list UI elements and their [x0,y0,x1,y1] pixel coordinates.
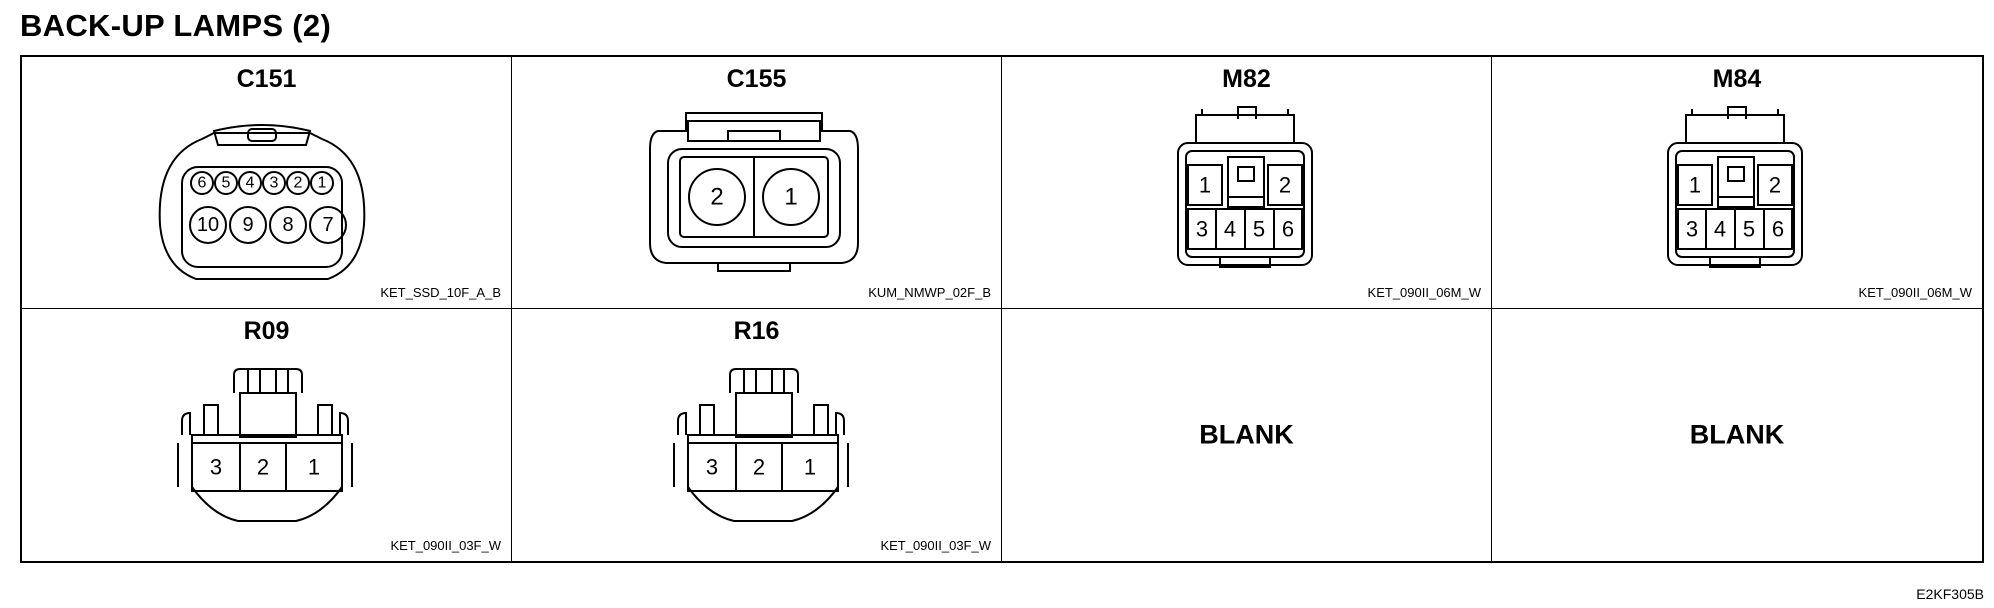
connector-name: M84 [1712,65,1762,93]
connector-cell-r09: R09 3 2 1 KET_090II_03F_W [22,309,512,561]
pin-label: 1 [804,455,816,480]
pin-label: 2 [1279,173,1291,198]
pin-label: 9 [242,214,253,236]
connector-name: C155 [726,65,787,93]
pin-label: 4 [1714,217,1726,242]
blank-label: BLANK [1199,419,1294,450]
pin-label: 10 [197,214,219,236]
connector-diagram-m82: 1 2 3 4 5 6 [1177,106,1313,268]
pin-label: 6 [198,175,207,192]
pin-label: 8 [282,214,293,236]
pin-label: 6 [1282,217,1294,242]
part-code: KET_090II_06M_W [1367,285,1481,300]
page-title: BACK-UP LAMPS (2) [20,8,332,43]
pin-label: 2 [257,455,269,480]
pin-label: 1 [308,455,320,480]
blank-cell: BLANK [1492,309,1982,561]
pin-label: 3 [706,455,718,480]
figure-id: E2KF305B [1916,586,1984,602]
part-code: KET_SSD_10F_A_B [380,285,501,300]
blank-label: BLANK [1689,419,1785,450]
pin-label: 3 [210,455,222,480]
pin-label: 6 [1772,217,1784,242]
pin-label: 4 [246,175,255,192]
connector-name: R09 [243,317,290,345]
pin-label: 5 [1253,217,1265,242]
pin-label: 1 [1199,173,1211,198]
pin-label: 1 [784,184,797,211]
connector-diagram-c151: 6 5 4 3 2 1 10 9 8 7 [158,124,366,280]
pin-label: 3 [1686,217,1698,242]
connector-name: R16 [733,317,780,345]
connector-diagram-r09: 3 2 1 [177,368,353,522]
part-code: KUM_NMWP_02F_B [868,285,991,300]
connector-name: C151 [236,65,297,93]
pin-label: 2 [1769,173,1781,198]
connector-name: M82 [1222,65,1271,93]
pin-label: 1 [318,175,327,192]
connector-cell-c151: C151 6 5 4 3 2 1 10 9 8 [22,57,512,309]
connector-cell-m82: M82 1 2 3 4 5 6 KET_090II_06M_W [1002,57,1492,309]
pin-label: 3 [270,175,279,192]
connector-grid: C151 6 5 4 3 2 1 10 9 8 [20,55,1984,563]
pin-label: 5 [222,175,231,192]
connector-diagram-r16: 3 2 1 [673,368,849,522]
part-code: KET_090II_03F_W [880,538,991,553]
pin-label: 7 [322,214,333,236]
pin-label: 2 [753,455,765,480]
connector-cell-m84: M84 1 2 3 4 5 6 KET_090II_06M_W [1492,57,1982,309]
blank-cell: BLANK [1002,309,1492,561]
pin-label: 5 [1743,217,1755,242]
connector-cell-c155: C155 2 1 KUM_NMWP_02F_B [512,57,1002,309]
pin-label: 2 [294,175,303,192]
pin-label: 3 [1196,217,1208,242]
pin-label: 2 [710,184,723,211]
pin-label: 1 [1689,173,1701,198]
connector-diagram-c155: 2 1 [649,112,859,272]
connector-cell-r16: R16 3 2 1 KET_090II_03F_W [512,309,1002,561]
part-code: KET_090II_06M_W [1858,285,1972,300]
pin-label: 4 [1224,217,1236,242]
connector-diagram-m84: 1 2 3 4 5 6 [1667,106,1803,268]
part-code: KET_090II_03F_W [390,538,501,553]
